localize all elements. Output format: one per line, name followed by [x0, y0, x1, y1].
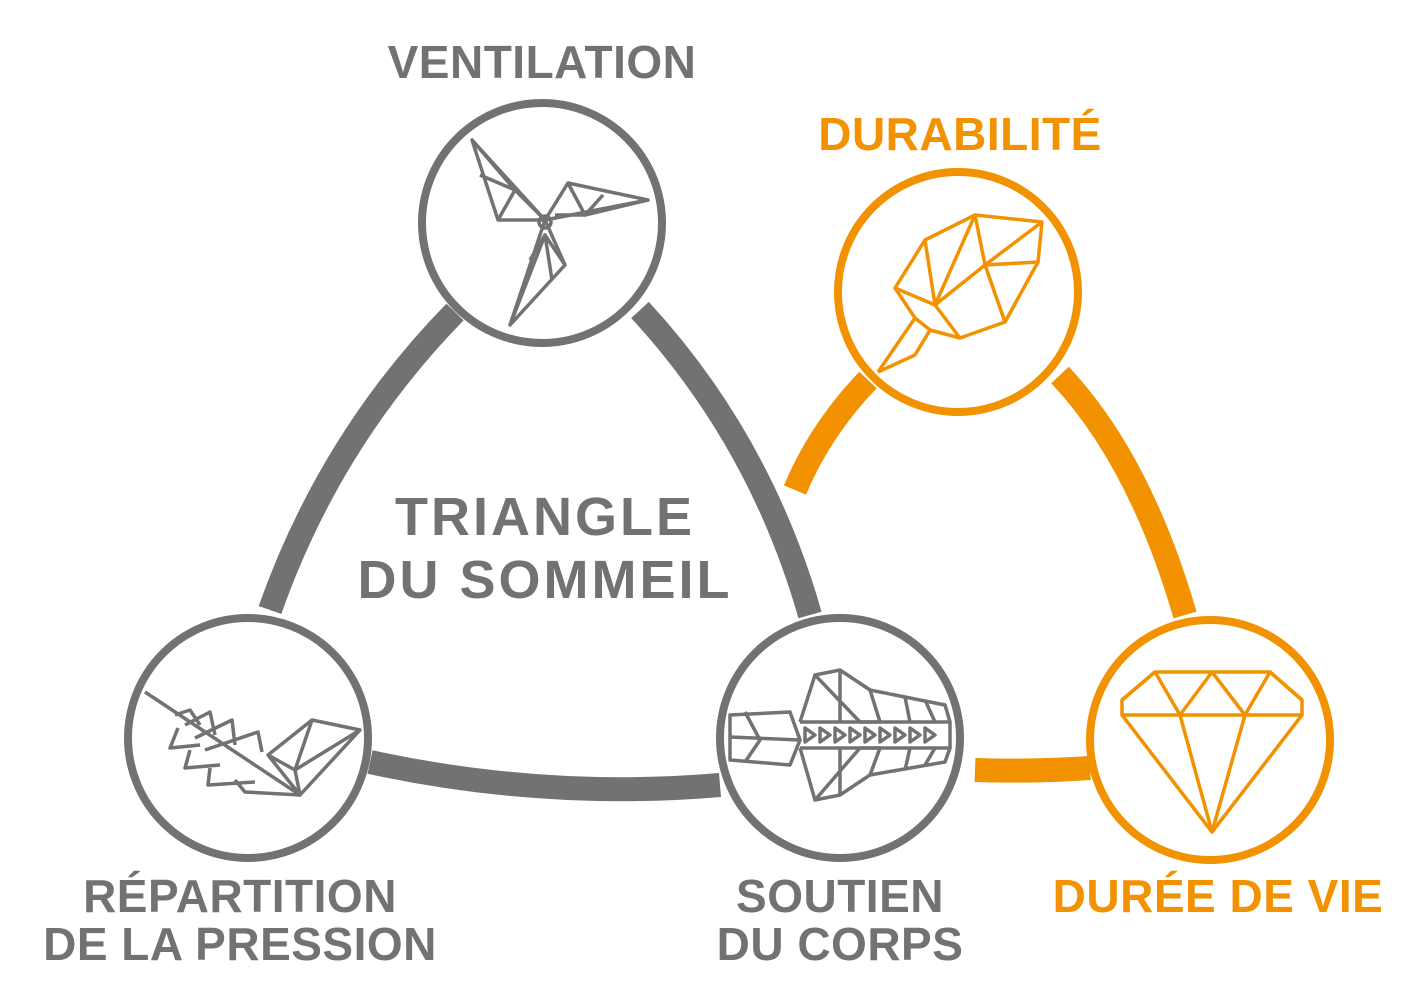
node-ventilation: [418, 99, 666, 347]
orange-arc-bottom: [974, 756, 1091, 783]
leaf-icon: [876, 213, 1044, 374]
feather-icon: [144, 690, 362, 797]
grey-triangle: [258, 301, 822, 802]
node-duree: [1086, 616, 1334, 864]
node-durabilite: [834, 168, 1082, 416]
orange-arc-right: [1051, 366, 1197, 619]
label-durabilite: DURABILITÉ: [818, 108, 1102, 160]
grey-arc-bottom: [367, 750, 722, 802]
node-repartition: [124, 614, 372, 862]
diamond-icon: [1120, 670, 1304, 834]
label-repartition-line2: DE LA PRESSION: [43, 918, 437, 970]
label-duree-de-vie: DURÉE DE VIE: [1053, 870, 1384, 922]
center-title-line2: DU SOMMEIL: [358, 550, 733, 610]
spine-icon: [728, 668, 952, 802]
orange-triangle: [783, 366, 1197, 783]
orange-arc-left: [783, 371, 877, 495]
center-title-line1: TRIANGLE: [395, 487, 695, 547]
label-soutien-line2: DU CORPS: [717, 918, 964, 970]
label-repartition-line1: RÉPARTITION: [83, 870, 397, 922]
label-ventilation: VENTILATION: [388, 36, 697, 88]
pinwheel-icon: [470, 138, 650, 327]
grey-arc-left: [258, 303, 464, 614]
label-soutien-line1: SOUTIEN: [736, 870, 944, 922]
grey-arc-right: [631, 301, 822, 619]
